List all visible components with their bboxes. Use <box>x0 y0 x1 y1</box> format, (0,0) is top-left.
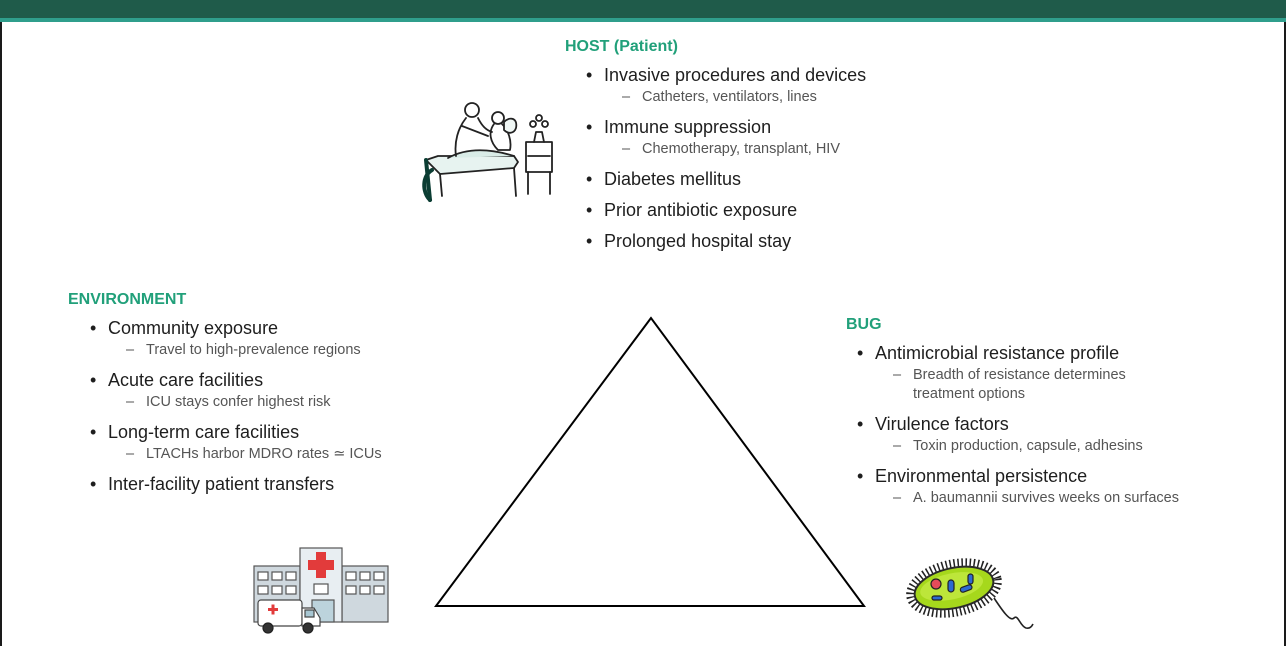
bug-item-sub: A. baumannii survives weeks on surfaces <box>875 489 1266 508</box>
list-item: Diabetes mellitus <box>586 168 985 190</box>
bug-item-sub-line: treatment options <box>913 386 1026 402</box>
bug-section: BUG Antimicrobial resistance profile Bre… <box>846 316 1266 517</box>
host-list: Invasive procedures and devices Catheter… <box>586 64 985 252</box>
bug-item-sub: Toxin production, capsule, adhesins <box>875 437 1266 456</box>
bug-item-sub-line: Breadth of resistance determines <box>913 367 1126 383</box>
bacterium-icon <box>906 558 1034 629</box>
patient-bed-icon <box>422 102 553 202</box>
bug-item-label: Environmental persistence <box>875 466 1088 486</box>
list-item: Prolonged hospital stay <box>586 230 985 252</box>
header-accent-line <box>0 18 1286 22</box>
environment-item-label: Acute care facilities <box>108 370 264 390</box>
environment-item-sub: ICU stays confer highest risk <box>108 393 448 412</box>
list-item: Long-term care facilities LTACHs harbor … <box>90 421 448 464</box>
host-item-sub: Chemotherapy, transplant, HIV <box>604 140 985 159</box>
host-item-label: Prolonged hospital stay <box>604 231 792 251</box>
epidemiologic-triangle <box>434 316 866 607</box>
environment-item-sub: Travel to high-prevalence regions <box>108 341 448 360</box>
header-bar <box>0 0 1286 18</box>
environment-item-label: Inter-facility patient transfers <box>108 474 335 494</box>
host-section: HOST (Patient) Invasive procedures and d… <box>565 38 985 261</box>
bug-list: Antimicrobial resistance profile Breadth… <box>857 342 1266 508</box>
environment-list: Community exposure Travel to high-preval… <box>90 317 448 495</box>
list-item: Prior antibiotic exposure <box>586 199 985 221</box>
bug-item-label: Antimicrobial resistance profile <box>875 343 1120 363</box>
bug-heading: BUG <box>846 316 882 333</box>
environment-item-label: Community exposure <box>108 318 279 338</box>
list-item: Antimicrobial resistance profile Breadth… <box>857 342 1266 404</box>
slide-border-right <box>1284 22 1286 646</box>
list-item: Community exposure Travel to high-preval… <box>90 317 448 360</box>
environment-section: ENVIRONMENT Community exposure Travel to… <box>68 291 448 504</box>
environment-item-label: Long-term care facilities <box>108 422 300 442</box>
bug-item-label: Virulence factors <box>875 414 1009 434</box>
bug-item-sub: Breadth of resistance determines treatme… <box>875 366 1266 404</box>
host-item-label: Immune suppression <box>604 117 772 137</box>
host-item-label: Prior antibiotic exposure <box>604 200 798 220</box>
list-item: Invasive procedures and devices Catheter… <box>586 64 985 107</box>
host-item-label: Diabetes mellitus <box>604 169 742 189</box>
host-item-label: Invasive procedures and devices <box>604 65 867 85</box>
environment-item-sub: LTACHs harbor MDRO rates ≃ ICUs <box>108 445 448 464</box>
list-item: Immune suppression Chemotherapy, transpl… <box>586 116 985 159</box>
list-item: Virulence factors Toxin production, caps… <box>857 413 1266 456</box>
hospital-ambulance-icon <box>253 547 389 634</box>
environment-heading: ENVIRONMENT <box>68 291 187 308</box>
slide-border-left <box>0 22 2 646</box>
host-heading: HOST (Patient) <box>565 38 678 55</box>
list-item: Inter-facility patient transfers <box>90 473 448 495</box>
host-item-sub: Catheters, ventilators, lines <box>604 88 985 107</box>
list-item: Environmental persistence A. baumannii s… <box>857 465 1266 508</box>
list-item: Acute care facilities ICU stays confer h… <box>90 369 448 412</box>
